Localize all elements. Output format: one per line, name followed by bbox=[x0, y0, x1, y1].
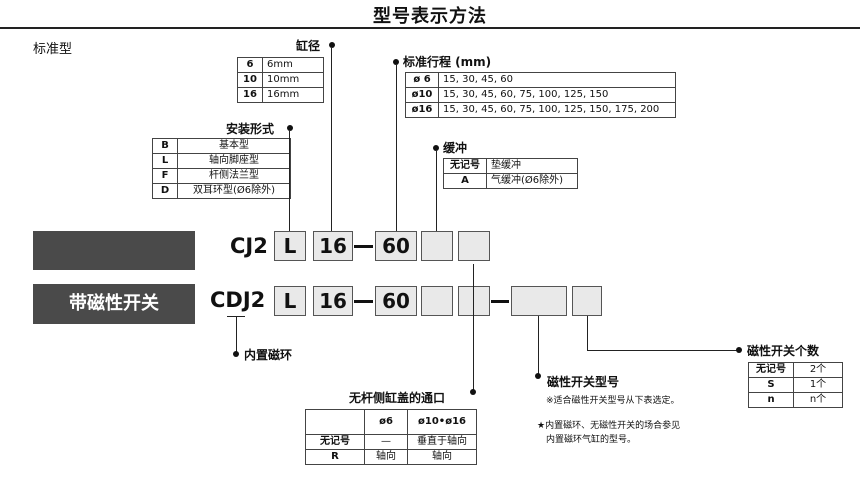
model-cdj2: CDJ2 bbox=[210, 288, 266, 312]
stroke-label: 标准行程 (mm) bbox=[403, 55, 492, 69]
bore-code-box: 16 bbox=[313, 231, 353, 261]
switch-count-leader-v bbox=[587, 316, 588, 350]
page-title: 型号表示方法 bbox=[373, 6, 487, 27]
table-row: 无记号垫缓冲 bbox=[443, 158, 578, 174]
table-row: 无记号—垂直于轴向 bbox=[305, 434, 477, 450]
with-switch-band: 带磁性开关 bbox=[33, 284, 195, 324]
port-leader bbox=[473, 264, 474, 390]
switch-count-box bbox=[572, 286, 602, 316]
mount-code-box: L bbox=[274, 231, 306, 261]
stroke-code-box: 60 bbox=[375, 286, 417, 316]
switch-count-leader-h bbox=[587, 350, 737, 351]
cushion-code-box bbox=[421, 231, 453, 261]
stroke-leader bbox=[396, 65, 397, 231]
mount-code-box: L bbox=[274, 286, 306, 316]
magnet-dot bbox=[233, 351, 239, 357]
port-label: 无杆侧缸盖的通口 bbox=[349, 391, 446, 405]
port-dot bbox=[470, 389, 476, 395]
mount-dot bbox=[287, 125, 293, 131]
builtin-magnet-label: 内置磁环 bbox=[244, 348, 293, 362]
standard-type-label: 标准型 bbox=[33, 42, 73, 57]
bore-code-box: 16 bbox=[313, 286, 353, 316]
switch-count-label: 磁性开关个数 bbox=[747, 344, 820, 358]
builtin-magnet-note: ★内置磁环、无磁性开关的场合参见 bbox=[537, 421, 681, 431]
switch-model-leader bbox=[538, 316, 539, 374]
cushion-label: 缓冲 bbox=[443, 141, 468, 155]
magnet-leader bbox=[236, 316, 237, 352]
stroke-code-box: 60 bbox=[375, 231, 417, 261]
cushion-dot bbox=[433, 145, 439, 151]
switch-model-note: ※适合磁性开关型号从下表选定。 bbox=[546, 396, 680, 406]
switch-model-dot bbox=[535, 373, 541, 379]
title-rule bbox=[0, 27, 860, 29]
switch-count-dot bbox=[736, 347, 742, 353]
bore-label: 缸径 bbox=[296, 39, 321, 53]
port-code-box bbox=[458, 231, 490, 261]
bore-leader bbox=[331, 48, 332, 231]
dash bbox=[354, 300, 373, 303]
model-cj2: CJ2 bbox=[230, 234, 268, 258]
dash bbox=[491, 300, 509, 303]
mount-leader bbox=[289, 131, 290, 231]
cushion-code-box bbox=[421, 286, 453, 316]
standard-band bbox=[33, 231, 195, 270]
switch-model-box bbox=[511, 286, 567, 316]
dash bbox=[354, 245, 373, 248]
bore-dot bbox=[329, 42, 335, 48]
stroke-dot bbox=[393, 59, 399, 65]
mount-label: 安装形式 bbox=[226, 122, 275, 136]
port-code-box bbox=[458, 286, 490, 316]
switch-model-label: 磁性开关型号 bbox=[547, 375, 620, 389]
cushion-leader bbox=[436, 151, 437, 231]
builtin-magnet-note-2: 内置磁环气缸的型号。 bbox=[546, 435, 637, 445]
